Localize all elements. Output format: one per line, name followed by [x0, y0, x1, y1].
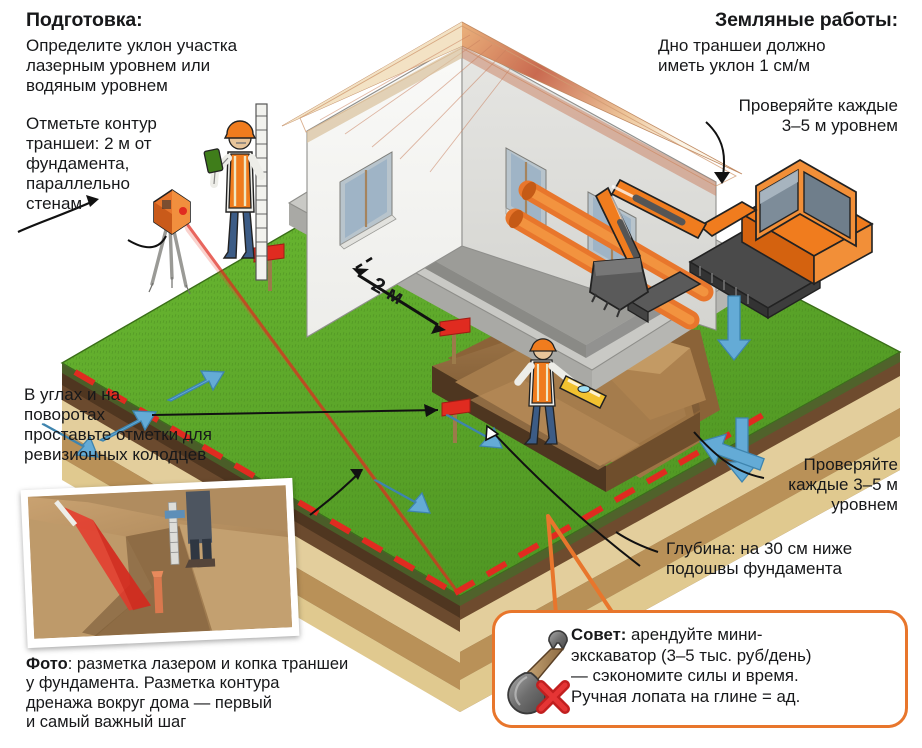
window-left-1: [339, 151, 397, 250]
callout-leader-lines: [17, 121, 765, 567]
left-paragraph-1: Определите уклон участка лазерным уровне…: [26, 36, 276, 96]
photo-inset: [20, 477, 300, 649]
left-p2-line2: траншеи: 2 м от: [26, 134, 152, 154]
caption-bold-lead: Фото: [26, 655, 68, 673]
tip-bold-lead: Совет:: [571, 625, 627, 644]
left-paragraph-3: В углах и на поворотах проставьте отметк…: [24, 385, 289, 465]
tip-text: Совет: арендуйте мини- экскаватор (3–5 т…: [571, 625, 901, 708]
dimension-arrow-2m: [352, 256, 446, 334]
left-p1-line3: водяным уровнем: [26, 76, 168, 96]
left-p3-line2: поворотах: [24, 405, 106, 425]
right-p3-line3: уровнем: [831, 495, 898, 515]
left-p2-line4: параллельно: [26, 174, 130, 194]
caption-line2: у фундамента. Разметка контура: [26, 674, 280, 693]
bubble-level-icon: [558, 374, 608, 410]
survey-stake-3: [441, 398, 471, 443]
right-p3-line2: каждые 3–5 м: [788, 475, 898, 495]
right-paragraph-1: Дно траншеи должно иметь уклон 1 см/м: [658, 36, 898, 76]
tip-line4: Ручная лопата на глине = ад.: [571, 686, 801, 706]
left-heading: Подготовка:: [26, 9, 143, 31]
photo-caption: Фото: разметка лазером и копка траншеи у…: [26, 655, 446, 733]
laser-level-tripod-icon: [148, 189, 191, 295]
tip-line2: экскаватор (3–5 тыс. руб/день): [571, 645, 812, 665]
right-p2-line1: Проверяйте каждые: [738, 96, 898, 115]
left-p2-line3: фундамента,: [26, 154, 130, 174]
caption-line3: дренажа вокруг дома — первый: [26, 693, 273, 712]
right-p4-line1: Глубина: на 30 см ниже: [666, 539, 853, 558]
right-p2-line2: 3–5 м уровнем: [781, 116, 898, 136]
red-cross-icon: [536, 680, 570, 714]
left-p3-line4: ревизионных колодцев: [24, 445, 207, 465]
right-paragraph-2: Проверяйте каждые 3–5 м уровнем: [658, 96, 898, 136]
right-p3-line1: Проверяйте: [803, 455, 898, 474]
right-paragraph-3: Проверяйте каждые 3–5 м уровнем: [658, 455, 898, 515]
left-p3-line3: проставьте отметки для: [24, 425, 212, 445]
laser-beam: [174, 207, 458, 591]
worker-in-trench-icon: [514, 338, 608, 445]
caption-line1-rest: : разметка лазером и копка траншеи: [67, 655, 349, 673]
shovel-icon: [507, 630, 570, 715]
right-paragraph-4: Глубина: на 30 см ниже подошвы фундамент…: [666, 539, 922, 579]
right-p4-line2: подошвы фундамента: [666, 559, 842, 579]
tip-box: Совет: арендуйте мини- экскаватор (3–5 т…: [492, 610, 908, 728]
worker-with-rod-icon: [203, 103, 268, 281]
left-p2-line5: стенам: [26, 194, 83, 214]
left-p1-line1: Определите уклон участка: [26, 36, 238, 55]
left-paragraph-2: Отметьте контур траншеи: 2 м от фундамен…: [26, 114, 226, 214]
mini-excavator-icon: [589, 158, 874, 324]
right-p1-line1: Дно траншеи должно: [658, 36, 826, 55]
left-p2-line1: Отметьте контур: [26, 114, 157, 133]
right-p1-line2: иметь уклон 1 см/м: [658, 56, 811, 76]
left-p3-line1: В углах и на: [24, 385, 121, 404]
tip-line3: — сэкономите силы и время.: [571, 666, 799, 686]
trench-excavation: [432, 322, 720, 492]
caption-line4: и самый важный шаг: [26, 713, 187, 732]
photo-image: [27, 485, 293, 639]
tip-callout-pointer: [546, 514, 614, 615]
left-p1-line2: лазерным уровнем или: [26, 56, 211, 76]
right-heading: Земляные работы:: [714, 9, 898, 31]
tip-line1-rest: арендуйте мини-: [626, 625, 763, 644]
